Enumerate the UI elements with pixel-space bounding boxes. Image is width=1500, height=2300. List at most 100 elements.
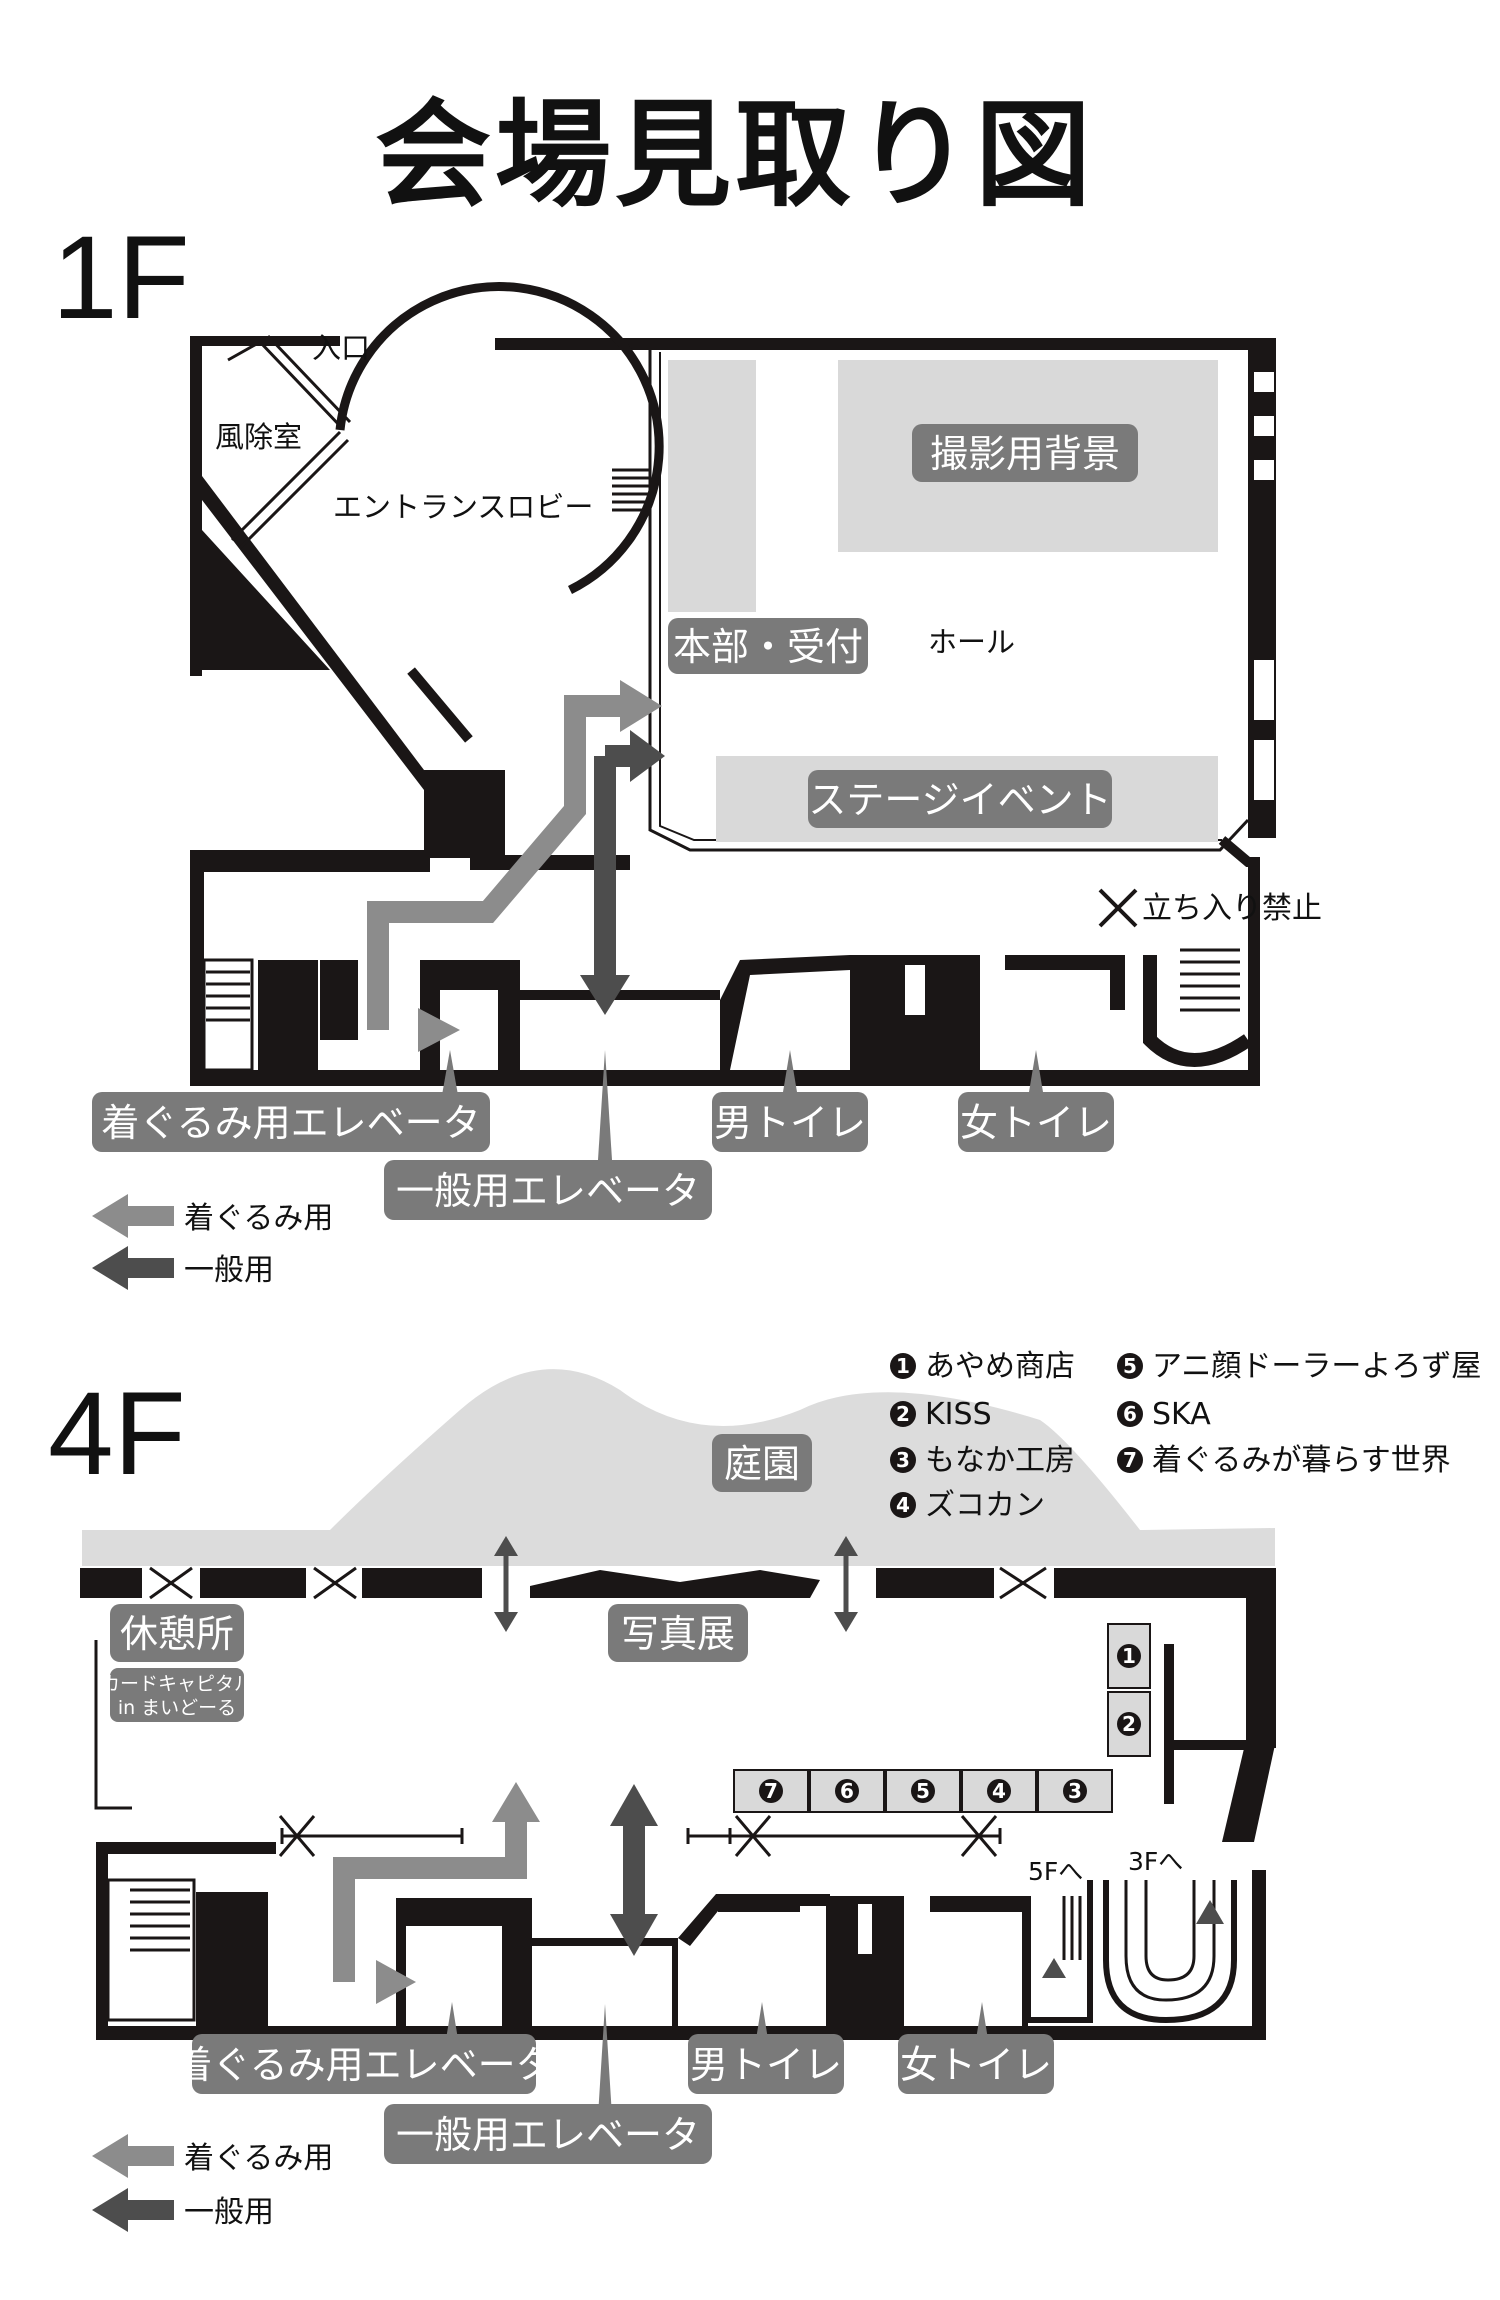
- booth-list-7-badge: [1117, 1447, 1143, 1473]
- floor1-left-stairs: [206, 970, 250, 1022]
- floor4-stairs-5f-steps: [1062, 1896, 1082, 1960]
- floor1-window-3: [1254, 460, 1274, 480]
- floor4-booth-1-num: 1: [1122, 1644, 1136, 1668]
- floor4-booth-4-badge: [987, 1779, 1011, 1803]
- floor4-booth-5-num: 5: [916, 1779, 930, 1803]
- floor4-legend: 着ぐるみ用 一般用: [92, 2134, 333, 2232]
- legend1-kigurumi-arrow-icon: [92, 1194, 174, 1238]
- floor1-window-2: [1254, 416, 1274, 436]
- floor4-kigurumi-route-head-bottom: [376, 1960, 416, 2004]
- floor1-mens-toilet-pointer: [782, 1050, 798, 1098]
- floor4-rest-sub-line2: in まいどーる: [118, 1697, 236, 1719]
- booth-list-5-name: アニ顔ドーラーよろず屋: [1152, 1349, 1481, 1384]
- floor4-photo-exhibition-text: 写真展: [621, 1612, 735, 1656]
- floor1-mens-toilet-tag-bg: [712, 1092, 868, 1152]
- floor4-left-stairs: [130, 1888, 190, 1952]
- floor1-general-route-head-bottom: [580, 975, 630, 1015]
- floor4-wall-seg-3: [362, 1568, 482, 1598]
- floor4-wall-seg-4: [530, 1570, 820, 1598]
- floor4-rest-area-text: 休憩所: [120, 1612, 234, 1656]
- booth-list-4-badge: [890, 1492, 916, 1518]
- floor4-photo-exhibition-tag: 写真展: [608, 1604, 748, 1662]
- legend4-general-arrow-icon: [92, 2188, 174, 2232]
- floor1-photo-backdrop-text: 撮影用背景: [930, 432, 1120, 476]
- floor1-kigurumi-route-head-top: [620, 680, 662, 732]
- floor1-general-elevator-tag-bg: [384, 1160, 712, 1220]
- floor4-toilet-center-gap: [858, 1904, 872, 1954]
- floor4-general-route-head-bottom: [610, 1914, 658, 1956]
- floor4-general-route-head-top: [610, 1784, 658, 1826]
- floor1-womens-toilet-wall-2: [1110, 955, 1125, 1010]
- booth-list-2-num: 2: [896, 1402, 910, 1426]
- floor1-stage-text: ステージイベント: [808, 778, 1111, 822]
- floor1-lobby-bench: [407, 667, 473, 743]
- floor4-wall-right-slant: [1222, 1740, 1276, 1842]
- floor4-rest-area-tag-bg: [110, 1604, 244, 1662]
- booth-list-6-badge: [1117, 1401, 1143, 1427]
- floor4-photo-exhibition-tag-bg: [608, 1604, 748, 1662]
- floor1-wall-top-mid: [495, 338, 1275, 350]
- floor1-hq-tag-bg: [668, 618, 868, 674]
- floor4-right-partition-v: [1164, 1644, 1174, 1804]
- floor1-left-stair-block: [202, 958, 254, 1072]
- floor1-womens-toilet-tag-bg: [958, 1092, 1114, 1152]
- floor4-lower-wall-left: [96, 1842, 108, 2038]
- floor1-wall-right-low: [1248, 860, 1260, 1085]
- floor1-pillar-2: [320, 960, 358, 1040]
- floor4-booth-6-badge: [835, 1779, 859, 1803]
- floor1-dark-triangle: [202, 530, 330, 670]
- floor1-window-4: [1254, 660, 1274, 720]
- booth-list-6-name: SKA: [1152, 1397, 1211, 1432]
- floor1-wall-top-left: [190, 336, 202, 676]
- floor1-windbreak-label: 風除室: [215, 420, 302, 454]
- floor4-booth-6-num: 6: [840, 1779, 854, 1803]
- floor1-mens-toilet-wall: [720, 955, 850, 1070]
- floor4-kigurumi-elevator-car: [406, 1926, 502, 2026]
- floor4-right-partition-h: [1164, 1740, 1254, 1750]
- floor1-hq-tag: 本部・受付: [668, 618, 868, 674]
- floor4-rest-sub-line1: カードキャピタル: [101, 1673, 253, 1695]
- legend4-kigurumi-arrow-icon: [92, 2134, 174, 2178]
- booth-list-4-name: ズコカン: [925, 1488, 1045, 1523]
- floor1-hq-area: [668, 360, 756, 612]
- floor4-garden-access-arrows: [494, 1536, 858, 1632]
- floor4-womens-toilet-tag-bg: [898, 2034, 1054, 2094]
- floor1-hall-label: ホール: [928, 625, 1015, 659]
- legend1-kigurumi-label: 着ぐるみ用: [184, 1201, 333, 1236]
- floor4-general-elevator-pointer: [598, 2004, 612, 2116]
- floor4-stairs-3f-steps: [1124, 1880, 1216, 2002]
- floor4-rest-sub-tag-bg: [110, 1668, 244, 1722]
- legend4-kigurumi-label: 着ぐるみ用: [184, 2141, 333, 2176]
- floor1-entrance-door: [227, 340, 261, 362]
- floor1-plan: [190, 282, 1276, 1160]
- floor1-womens-toilet-text: 女トイレ: [960, 1101, 1112, 1145]
- floor1-windbreak-line-2: [238, 438, 350, 550]
- floor4-stairs-5f-label: 5Fへ: [1028, 1857, 1083, 1886]
- legend1-general-label: 一般用: [184, 1253, 274, 1288]
- floor4-label: 4F: [48, 1368, 186, 1500]
- booth-list-7-name: 着ぐるみが暮らす世界: [1152, 1443, 1451, 1478]
- floor4-stairs-3f-outline: [1103, 1880, 1237, 2024]
- floor4-garden-tag-bg: [712, 1434, 812, 1492]
- floor1-stage-tag-bg: [808, 770, 1112, 828]
- floor1-wall-top: [190, 336, 340, 346]
- floor1-window-1: [1254, 372, 1274, 392]
- booth-list-2-name: KISS: [925, 1397, 992, 1432]
- floor4-wall-right: [1246, 1568, 1276, 1748]
- floor1-lobby-label: エントランスロビー: [333, 490, 593, 524]
- floor4-general-elevator-divider: [672, 1938, 678, 2026]
- floor1-mens-toilet-tag: 男トイレ: [712, 1092, 868, 1152]
- floor1-photo-backdrop-tag-bg: [912, 424, 1138, 482]
- floor4-garden-tag: 庭園: [712, 1434, 812, 1492]
- page-title: 会場見取り図: [375, 88, 1095, 223]
- floor1-windbreak-line-1: [230, 430, 342, 542]
- booth-list-7-num: 7: [1123, 1448, 1137, 1472]
- floor1-lobby-curve: [335, 282, 664, 595]
- floor1-womens-toilet-pointer: [1028, 1050, 1044, 1098]
- floor1-no-entry-label: 立ち入り禁止: [1142, 891, 1322, 926]
- floor4-kigurumi-elevator-tag: 着ぐるみ用エレベータ: [174, 2034, 554, 2094]
- floor4-rest-sub-tag: カードキャピタル in まいどーる: [101, 1668, 253, 1722]
- floor1-diagonal-wall: [202, 476, 424, 790]
- floor1-stage-tag: ステージイベント: [808, 770, 1112, 828]
